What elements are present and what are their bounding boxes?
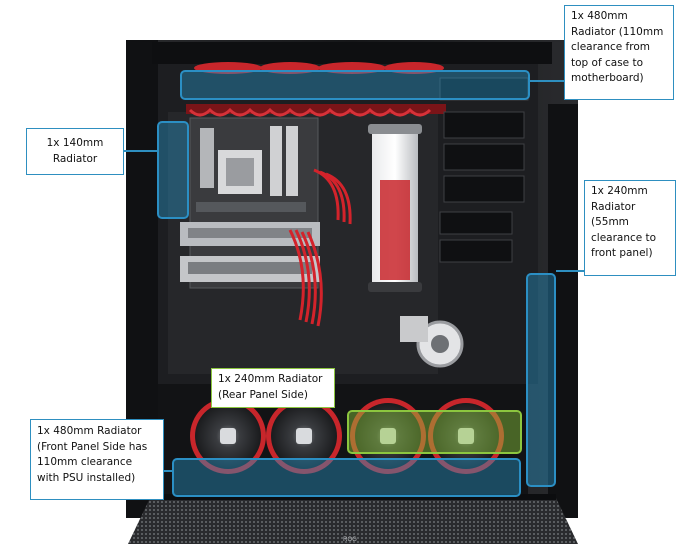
bottom-480mm-radiator-highlight bbox=[172, 458, 521, 497]
leader-top bbox=[530, 80, 564, 82]
callout-line: Radiator bbox=[591, 200, 636, 213]
callout-line: Radiator bbox=[52, 152, 98, 165]
callout-line: 1x 240mm bbox=[591, 185, 648, 197]
top-radiator-highlight bbox=[180, 70, 530, 100]
callout-line: front panel) bbox=[591, 247, 653, 259]
callout-line: clearance to bbox=[591, 231, 657, 244]
callout-rear-240mm-radiator: 1x 240mm Radiator (Rear Panel Side) bbox=[211, 368, 335, 408]
callout-top-480mm-radiator: 1x 480mm Radiator (110mm clearance from … bbox=[564, 5, 674, 100]
callout-left-140mm-radiator: 1x 140mm Radiator bbox=[26, 128, 124, 175]
callout-line: Radiator (110mm bbox=[571, 25, 664, 38]
callout-line: (Front Panel Side has bbox=[37, 440, 148, 453]
leader-bottom bbox=[164, 470, 174, 472]
callout-line: clearance from bbox=[571, 41, 650, 53]
callout-bottom-480mm-radiator: 1x 480mm Radiator (Front Panel Side has … bbox=[30, 419, 164, 500]
rear-140mm-radiator-highlight bbox=[157, 121, 189, 219]
callout-right-240mm-radiator: 1x 240mm Radiator (55mm clearance to fro… bbox=[584, 180, 676, 276]
front-240mm-radiator-highlight bbox=[526, 273, 556, 487]
leader-right bbox=[556, 270, 586, 272]
callout-line: (55mm bbox=[591, 216, 629, 228]
rear-panel-radiator-highlight bbox=[347, 410, 522, 454]
case-logo: ROG bbox=[343, 537, 357, 543]
callout-line: motherboard) bbox=[571, 72, 644, 84]
callout-line: (Rear Panel Side) bbox=[218, 388, 308, 401]
drive-bays bbox=[439, 111, 525, 263]
callout-line: with PSU installed) bbox=[37, 471, 136, 484]
callout-line: 1x 480mm Radiator bbox=[37, 425, 142, 437]
callout-line: 1x 240mm Radiator bbox=[218, 373, 323, 385]
dust-filter bbox=[128, 498, 578, 544]
case-right-rail bbox=[548, 104, 578, 518]
callout-line: 110mm clearance bbox=[37, 456, 133, 468]
callout-line: 1x 140mm bbox=[46, 137, 104, 149]
callout-line: top of case to bbox=[571, 56, 644, 69]
leader-left bbox=[124, 150, 158, 152]
callout-line: 1x 480mm bbox=[571, 10, 628, 22]
